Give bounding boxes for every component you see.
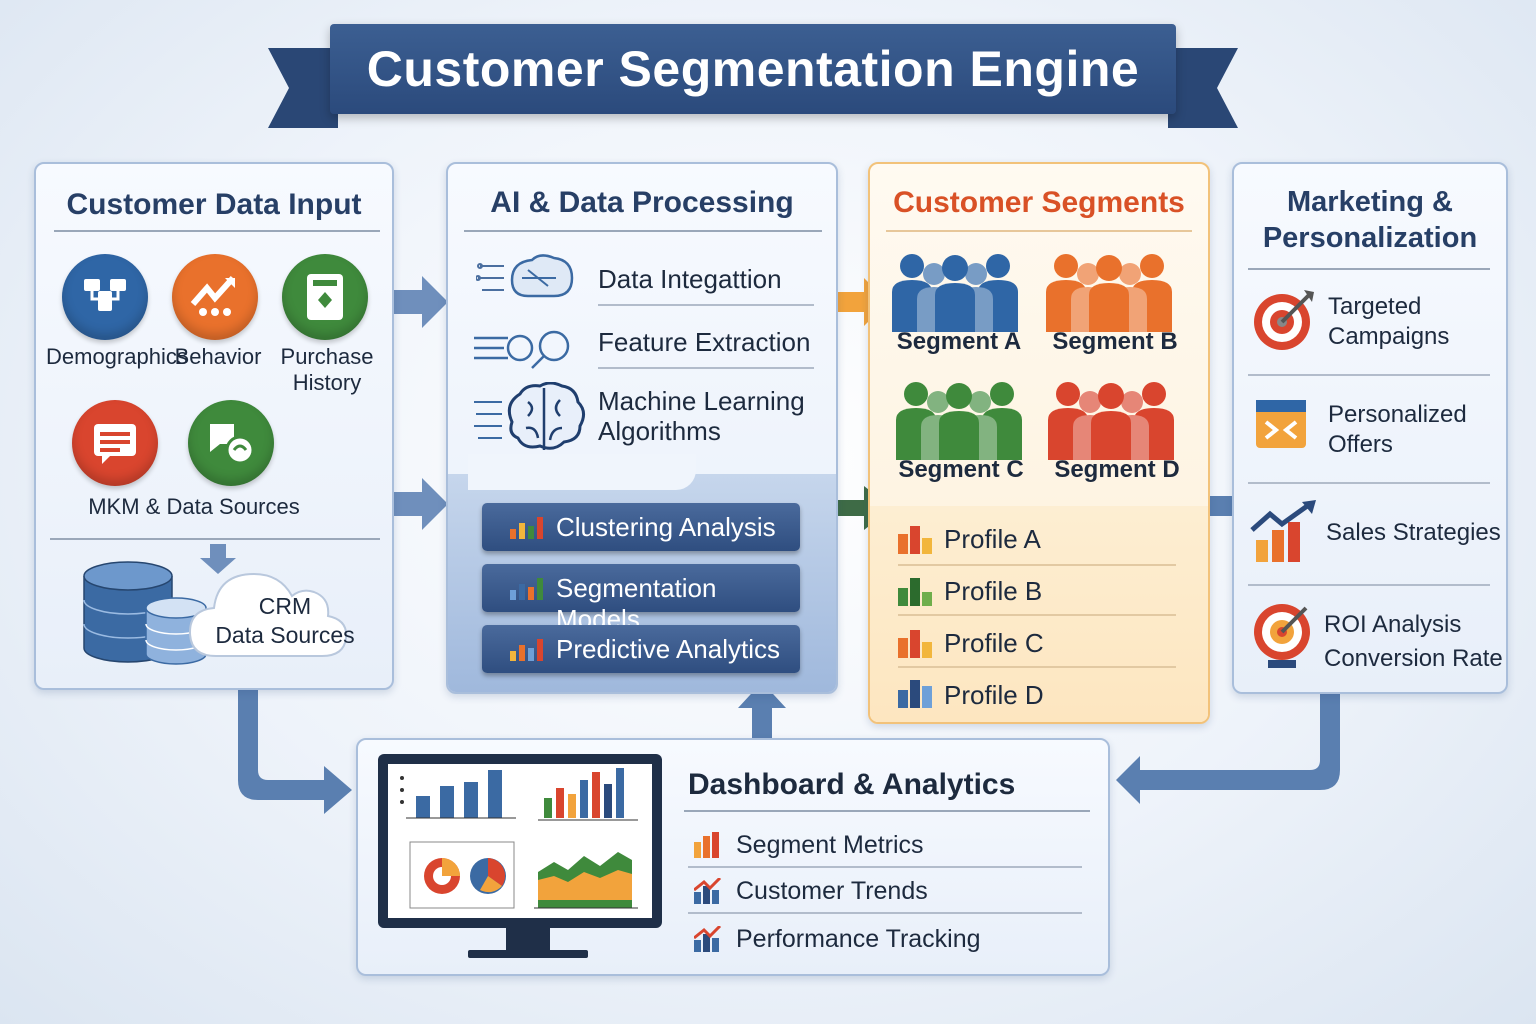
behavior-icon	[172, 254, 258, 340]
bar-chart-icon	[510, 517, 543, 539]
profile-b-label: Profile B	[944, 576, 1043, 606]
profile-d-label: Profile D	[944, 680, 1044, 710]
segment-c-people-icon	[896, 382, 1022, 460]
down-arrow-icon	[200, 544, 236, 574]
offer-card-icon	[1256, 400, 1306, 448]
segment-a-label: Segment A	[896, 328, 1022, 355]
segmentation-models-button[interactable]: Segmentation Models	[482, 564, 800, 634]
marketing-panel: Marketing & Personalization Targeted Cam…	[1232, 162, 1508, 694]
segment-b-label: Segment B	[1052, 328, 1178, 355]
segment-metrics-icon	[694, 832, 719, 858]
page-title: Customer Segmentation Engine	[366, 41, 1140, 97]
demographics-icon	[62, 254, 148, 340]
panel-title: AI & Data Processing	[490, 186, 794, 219]
machine-learning-label: Machine Learning Algorithms	[598, 386, 805, 446]
data-integration-label: Data Integattion	[598, 264, 782, 294]
predictive-analytics-button[interactable]: Predictive Analytics	[482, 625, 800, 673]
purchase-history-label: Purchase History	[280, 344, 374, 395]
brain-icon	[474, 382, 585, 450]
segment-a-people-icon	[892, 254, 1018, 332]
crm-data-sources-label: CRM Data Sources	[215, 593, 355, 648]
targeted-campaigns-label: Targeted Campaigns	[1328, 293, 1450, 350]
customer-segments-panel: Customer Segments Segment A Segment B Se…	[868, 162, 1210, 724]
arrow-input-to-processing-1	[392, 276, 448, 328]
person-figure	[939, 383, 979, 460]
performance-tracking-label: Performance Tracking	[736, 925, 981, 953]
data-integration-icon	[476, 254, 574, 298]
profile-a-label: Profile A	[944, 524, 1041, 554]
profile-d-icon	[898, 680, 932, 708]
personalized-offers-label: Personalized Offers	[1328, 401, 1467, 458]
panel-title: Marketing & Personalization	[1262, 186, 1478, 254]
panel-title: Customer Data Input	[66, 188, 362, 221]
arrow-dashboard-to-processing	[738, 682, 786, 738]
title-banner: Customer Segmentation Engine	[330, 24, 1176, 114]
purchase-history-icon	[282, 254, 368, 340]
clustering-analysis-button[interactable]: Clustering Analysis	[482, 503, 800, 551]
feature-extraction-icon	[474, 330, 570, 369]
customer-trends-icon	[694, 878, 722, 904]
database-icon	[83, 561, 207, 665]
behavior-label: Behavior	[174, 344, 262, 369]
feature-extraction-label: Feature Extraction	[598, 327, 811, 357]
customer-data-input-panel: Customer Data Input Demographics Behavio…	[34, 162, 394, 690]
mkm-data-sources-label: MKM & Data Sources	[88, 494, 300, 519]
profile-c-label: Profile C	[944, 628, 1044, 658]
roi-target-icon	[1254, 604, 1310, 668]
button-label: Clustering Analysis	[556, 512, 776, 542]
customer-trends-label: Customer Trends	[736, 877, 928, 905]
bar-chart-icon	[510, 578, 543, 600]
dashboard-panel: Dashboard & Analytics Segment Metrics Cu…	[356, 738, 1110, 976]
person-figure	[935, 255, 975, 332]
panel-title: Dashboard & Analytics	[688, 768, 1016, 801]
bar-chart-icon	[510, 639, 543, 661]
segment-c-label: Segment C	[898, 456, 1024, 483]
monitor-icon	[378, 754, 662, 928]
panel-title: Customer Segments	[893, 186, 1185, 219]
arrow-marketing-to-dashboard	[1116, 690, 1340, 804]
arrow-input-to-dashboard	[238, 690, 352, 814]
sales-strategies-label: Sales Strategies	[1326, 519, 1501, 546]
dashboard-charts-icon	[400, 768, 638, 909]
segment-metrics-label: Segment Metrics	[736, 831, 924, 859]
segment-d-label: Segment D	[1054, 456, 1180, 483]
person-figure	[1089, 255, 1129, 332]
profile-c-icon	[898, 630, 932, 658]
person-figure	[1091, 383, 1131, 460]
segment-d-people-icon	[1048, 382, 1174, 460]
document-icon	[72, 400, 158, 486]
roi-analysis-label: ROI Analysis Conversion Rate	[1324, 611, 1503, 672]
segment-b-people-icon	[1046, 254, 1172, 332]
button-label: Predictive Analytics	[556, 634, 780, 664]
cloud-icon	[188, 572, 348, 657]
performance-tracking-icon	[694, 926, 722, 952]
chat-icon	[188, 400, 274, 486]
growth-chart-icon	[1250, 500, 1316, 562]
demographics-label: Demographics	[46, 344, 188, 369]
profile-b-icon	[898, 578, 932, 606]
profile-a-icon	[898, 526, 932, 554]
target-icon	[1254, 290, 1314, 350]
arrow-input-to-processing-2	[392, 478, 448, 530]
